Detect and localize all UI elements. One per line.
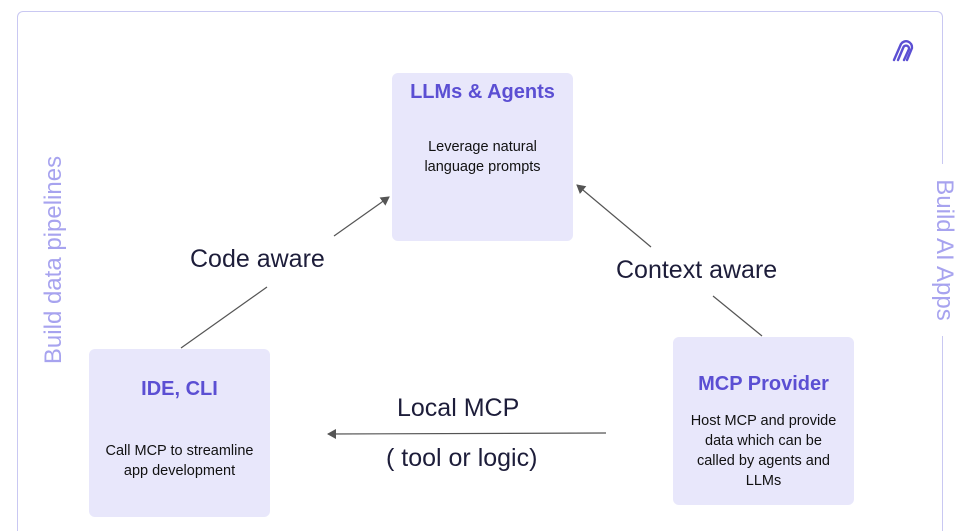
arrow-ide-to-llms-lower <box>180 286 268 349</box>
node-llms-agents: LLMs & Agents Leverage natural language … <box>392 73 573 241</box>
node-title: IDE, CLI <box>141 378 218 400</box>
node-title: MCP Provider <box>698 373 829 395</box>
node-description: Host MCP and provide data which can be c… <box>690 413 837 489</box>
node-ide-cli: IDE, CLI Call MCP to streamline app deve… <box>89 349 270 517</box>
node-title: LLMs & Agents <box>410 81 555 103</box>
node-mcp-provider: MCP Provider Host MCP and provide data w… <box>673 337 854 505</box>
arrow-mcp-to-llms-upper <box>576 184 652 248</box>
node-description: Call MCP to streamline app development <box>105 443 254 479</box>
arrow-mcp-to-llms-lower <box>712 295 763 337</box>
edge-label-context-aware: Context aware <box>616 256 778 284</box>
arrow-mcp-to-ide <box>327 428 607 439</box>
edge-label-tool-logic: ( tool or logic) <box>386 444 538 472</box>
brand-logo-icon <box>892 40 914 62</box>
node-description: Leverage natural language prompts <box>424 139 541 175</box>
edge-label-code-aware: Code aware <box>190 245 325 273</box>
edge-label-local-mcp: Local MCP <box>397 394 520 422</box>
arrow-ide-to-llms-upper <box>333 196 390 237</box>
